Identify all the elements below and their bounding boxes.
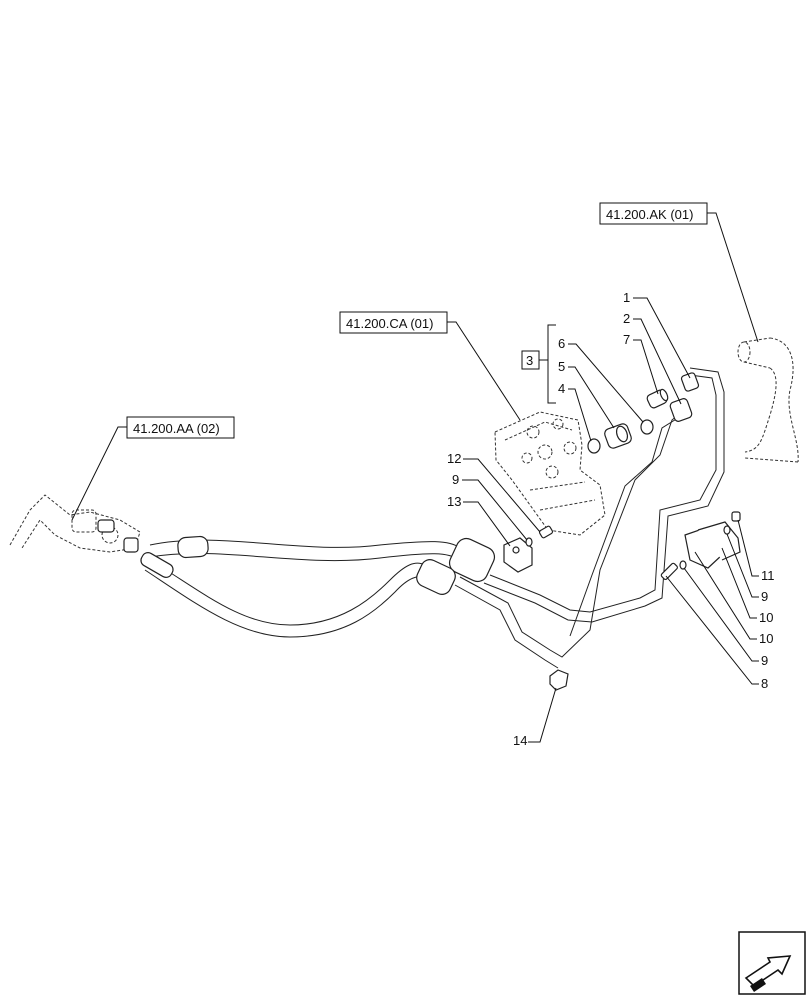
svg-text:9: 9 [452,472,459,487]
callout-6: 6 [558,336,644,423]
hose-sleeve-right [416,537,496,595]
callout-7: 7 [623,332,659,395]
pipe-lower [454,409,685,669]
callout-2: 2 [623,311,682,405]
svg-text:14: 14 [513,733,527,748]
callout-13: 13 [447,494,511,547]
svg-text:9: 9 [761,653,768,668]
svg-text:41.200.AK (01): 41.200.AK (01) [606,207,693,222]
svg-text:7: 7 [623,332,630,347]
svg-text:4: 4 [558,381,565,396]
elbow-14 [549,669,569,691]
clamp-plate-13 [503,537,533,573]
svg-text:3: 3 [526,353,533,368]
steering-unit [494,411,606,536]
svg-text:12: 12 [447,451,461,466]
callout-10-lower: 10 [694,551,773,646]
callout-5: 5 [558,359,615,429]
upper-right-component [737,337,799,463]
washer-9-mid [723,525,731,535]
svg-text:5: 5 [558,359,565,374]
svg-text:41.200.AA (02): 41.200.AA (02) [133,421,220,436]
hose-sleeve-left [140,535,209,578]
callout-1: 1 [623,290,691,379]
kit-bracket: 3 [521,324,556,404]
callout-9-mid: 9 [726,533,768,604]
callout-4: 4 [558,381,592,442]
adapter-5 [604,423,632,449]
svg-text:6: 6 [558,336,565,351]
svg-text:8: 8 [761,676,768,691]
callout-14: 14 [513,687,557,748]
callout-12: 12 [447,451,541,533]
callout-10-upper: 10 [721,547,773,625]
svg-text:10: 10 [759,610,773,625]
arrow-icon[interactable] [738,931,806,995]
ref-box-41-200-ak[interactable]: 41.200.AK (01) [599,202,708,225]
pipe-upper [483,367,725,623]
svg-text:13: 13 [447,494,461,509]
ref-box-41-200-aa[interactable]: 41.200.AA (02) [126,416,235,439]
hose-lower [144,559,429,638]
svg-text:41.200.CA (01): 41.200.CA (01) [346,316,433,331]
adapter-7 [646,388,669,409]
svg-text:10: 10 [759,631,773,646]
pipe-nut-1 [680,372,700,392]
svg-text:2: 2 [623,311,630,326]
bolt-8 [660,562,678,580]
ref-box-41-200-ca[interactable]: 41.200.CA (01) [339,311,448,334]
left-valve-component [9,494,141,553]
washer-9-top [525,537,533,547]
callout-9-right: 9 [683,567,768,668]
washer-9-right [679,560,687,570]
callout-9-left: 9 [452,472,528,541]
pipe-nut-2 [669,398,693,422]
o-ring-4 [587,438,601,454]
callout-11: 11 [737,519,775,583]
o-ring-6 [640,419,654,435]
svg-text:1: 1 [623,290,630,305]
bolt-12 [538,525,554,539]
nut-11 [731,511,741,522]
callout-8: 8 [665,575,768,691]
svg-text:11: 11 [761,568,775,583]
svg-text:9: 9 [761,589,768,604]
